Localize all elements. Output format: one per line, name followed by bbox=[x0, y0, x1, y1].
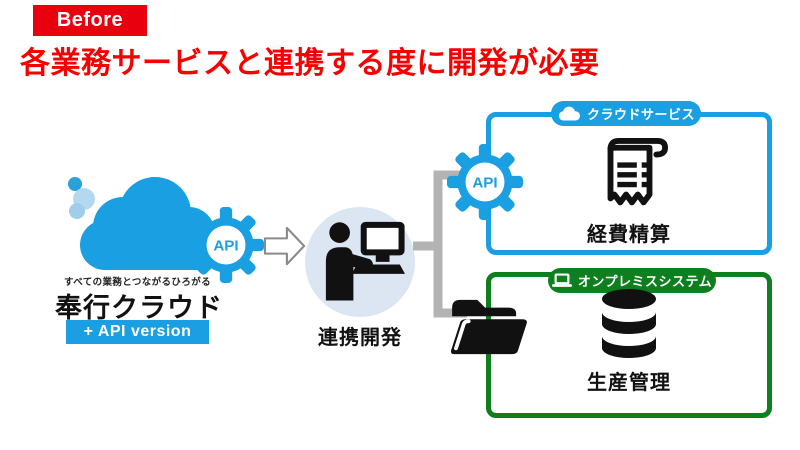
onpremise-badge: オンプレミスシステム bbox=[548, 268, 716, 293]
logo-product-name: 奉行クラウド bbox=[55, 293, 223, 323]
page-title: 各業務サービスと連携する度に開発が必要 bbox=[20, 47, 600, 80]
api-gear-label-left: API bbox=[213, 238, 238, 255]
developer-label: 連携開発 bbox=[318, 327, 402, 349]
developer-circle bbox=[305, 207, 415, 317]
cloud-icon bbox=[558, 106, 581, 120]
logo-api-version-bar: + API version bbox=[66, 320, 209, 344]
laptop-icon bbox=[551, 273, 572, 287]
receipt-icon bbox=[607, 138, 669, 206]
api-gear-icon-right: API bbox=[447, 144, 523, 220]
cloud-service-badge-label: クラウドサービス bbox=[586, 107, 695, 122]
flow-arrow-icon bbox=[264, 226, 306, 266]
api-gear-label-right: API bbox=[472, 175, 497, 192]
cloud-logo-icon bbox=[68, 177, 215, 270]
before-badge: Before bbox=[33, 5, 147, 36]
onpremise-badge-label: オンプレミスシステム bbox=[577, 274, 713, 289]
logo-tagline: すべての業務とつながるひろがる bbox=[63, 277, 212, 288]
person-at-computer-icon bbox=[325, 221, 405, 301]
expense-service-label: 経費精算 bbox=[587, 224, 671, 246]
database-icon bbox=[602, 289, 656, 358]
open-folder-icon bbox=[450, 299, 527, 355]
production-service-label: 生産管理 bbox=[587, 372, 671, 394]
bugyo-cloud-logo: すべての業務とつながるひろがる 奉行クラウド + API version bbox=[55, 165, 223, 347]
api-gear-icon-left: API bbox=[188, 207, 264, 283]
cloud-service-badge: クラウドサービス bbox=[551, 101, 701, 126]
